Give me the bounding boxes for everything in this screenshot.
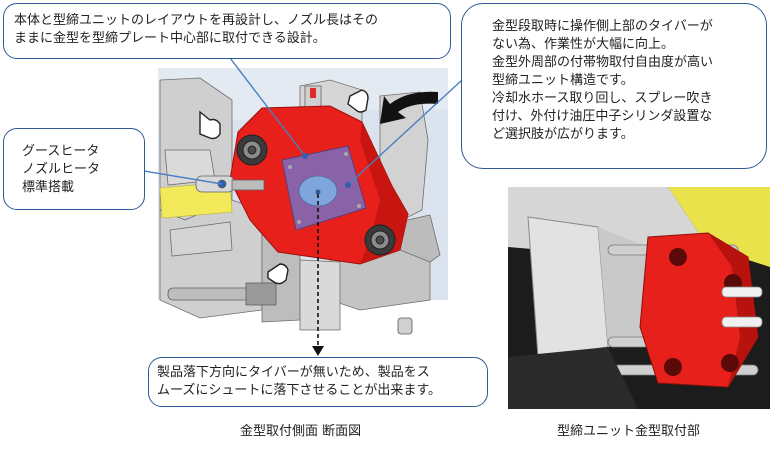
callout-line: 金型外周部の付帯物取付自由度が高い bbox=[492, 55, 714, 70]
mold-bolts bbox=[288, 152, 361, 224]
small-fitting bbox=[397, 317, 413, 335]
hand-pointer-icon bbox=[199, 110, 221, 140]
callout-line: 製品落下方向にタイバーが無いため、製品をス bbox=[157, 365, 430, 380]
mold-center-point bbox=[315, 189, 321, 195]
clamp-pulley-upper bbox=[236, 134, 268, 166]
clamp-unit-render bbox=[508, 187, 770, 409]
callout-line: 型締ユニット構造です。 bbox=[492, 73, 634, 88]
callout-line: 標準搭載 bbox=[22, 180, 75, 195]
caption-clamp-unit: 型締ユニット金型取付部 bbox=[557, 424, 701, 439]
callout-line: 冷却水ホース取り回し、スプレー吹き bbox=[492, 91, 713, 106]
callout-heaters: グースヒータ ノズルヒータ 標準搭載 bbox=[3, 128, 145, 210]
callout-line: ど選択肢が広がります。 bbox=[492, 127, 634, 142]
callout-line: 付け、外付け油圧中子シリンダ設置な bbox=[492, 109, 713, 124]
callout-line: グースヒータ bbox=[22, 144, 100, 159]
callout-line: 金型段取時に操作側上部のタイバーが bbox=[492, 19, 713, 34]
callout-line: ムーズにシュートに落下させることが出来ます。 bbox=[157, 383, 442, 398]
caption-section-view: 金型取付側面 断面図 bbox=[240, 424, 362, 439]
callout-line: 本体と型締ユニットのレイアウトを再設計し、ノズル長はその bbox=[14, 13, 379, 28]
nozzle-heater bbox=[195, 175, 265, 193]
callout-layout-redesign: 本体と型締ユニットのレイアウトを再設計し、ノズル長はその ままに金型を型締プレー… bbox=[3, 3, 451, 59]
callout-no-tiebar-upper: 金型段取時に操作側上部のタイバーが ない為、作業性が大幅に向上。 金型外周部の付… bbox=[461, 3, 767, 169]
hand-pointer-icon-3 bbox=[267, 263, 289, 285]
callout-product-drop: 製品落下方向にタイバーが無いため、製品をス ムーズにシュートに落下させることが出… bbox=[148, 357, 488, 407]
callout-line: ない為、作業性が大幅に向上。 bbox=[492, 37, 675, 52]
callout-line: ままに金型を型締プレート中心部に取付できる設計。 bbox=[14, 31, 326, 46]
hand-pointer-icon-2 bbox=[347, 89, 369, 113]
callout-line: ノズルヒータ bbox=[22, 162, 101, 177]
clamp-pulley-lower bbox=[364, 224, 396, 256]
curved-arrow-icon bbox=[380, 91, 438, 124]
tie-rod-lower bbox=[167, 282, 277, 306]
